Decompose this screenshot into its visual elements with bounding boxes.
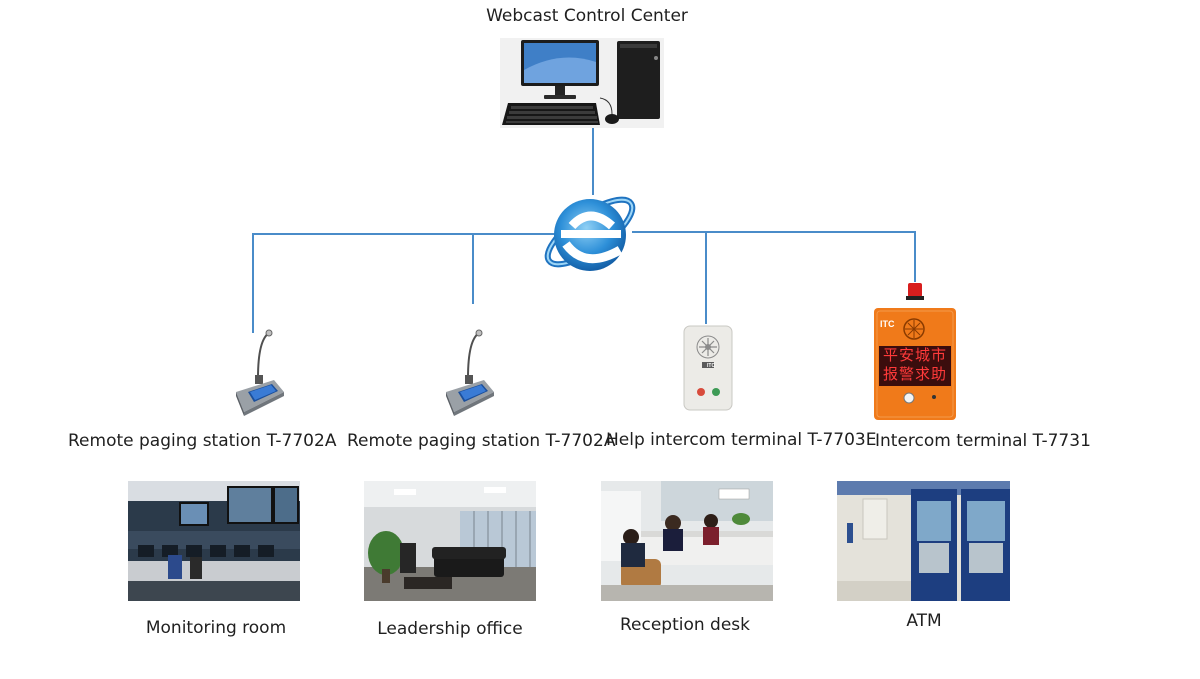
device-label-paging-station-1: Remote paging station T-7702A	[68, 431, 337, 451]
location-label-monitoring-room: Monitoring room	[145, 618, 287, 638]
connection-lines	[252, 128, 916, 333]
paging-station-icon	[236, 329, 284, 416]
paging-station-icon	[446, 329, 494, 416]
device-label-help-intercom: Help intercom terminal T-7703E	[606, 430, 877, 450]
line-to-paging-1	[252, 233, 556, 333]
terminal-led-display: 平安城市 报警求助	[881, 346, 949, 384]
device-label-paging-station-2: Remote paging station T-7702A	[347, 431, 616, 451]
help-intercom-terminal-icon	[683, 325, 733, 411]
internet-explorer-icon	[544, 196, 636, 271]
location-label-leadership-office: Leadership office	[377, 619, 523, 639]
atm-photo	[837, 481, 1010, 601]
control-center-title: Webcast Control Center	[486, 6, 688, 26]
terminal-brand-text: ITC	[880, 319, 895, 329]
reception-desk-photo	[601, 481, 773, 601]
location-label-atm: ATM	[906, 611, 942, 631]
help-intercom-brand-text: ITC	[707, 363, 716, 369]
leadership-office-photo	[364, 481, 536, 601]
intercom-terminal-icon	[874, 283, 956, 420]
monitoring-room-photo	[128, 481, 300, 601]
line-to-intercom-terminal	[632, 231, 916, 282]
device-label-intercom-terminal: Intercom terminal T-7731	[875, 431, 1091, 451]
location-label-reception-desk: Reception desk	[619, 615, 751, 635]
terminal-led-line-2: 报警求助	[882, 365, 947, 383]
computer-workstation-icon	[500, 38, 664, 128]
terminal-led-line-1: 平安城市	[882, 346, 947, 364]
